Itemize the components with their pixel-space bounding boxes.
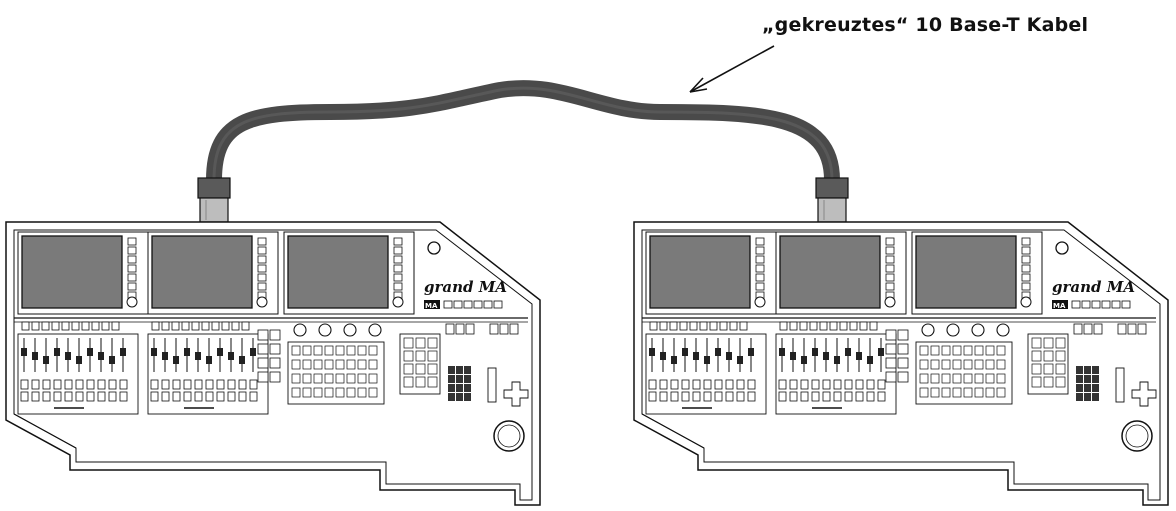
trackball: [1122, 421, 1152, 451]
network-connector: [816, 178, 848, 222]
master-knob: [428, 242, 440, 254]
master-knob: [1056, 242, 1068, 254]
brand-logo: grand MA: [424, 278, 507, 296]
trackball: [494, 421, 524, 451]
crossover-cable: [214, 88, 832, 180]
network-connector: [198, 178, 230, 222]
brand-badge: MA: [425, 302, 438, 310]
caption-arrow: [690, 46, 774, 92]
brand-badge: MA: [1053, 302, 1066, 310]
brand-logo: grand MA: [1052, 278, 1135, 296]
console-left: grand MA MA: [6, 178, 540, 505]
console-right: grand MA MA: [634, 178, 1168, 505]
